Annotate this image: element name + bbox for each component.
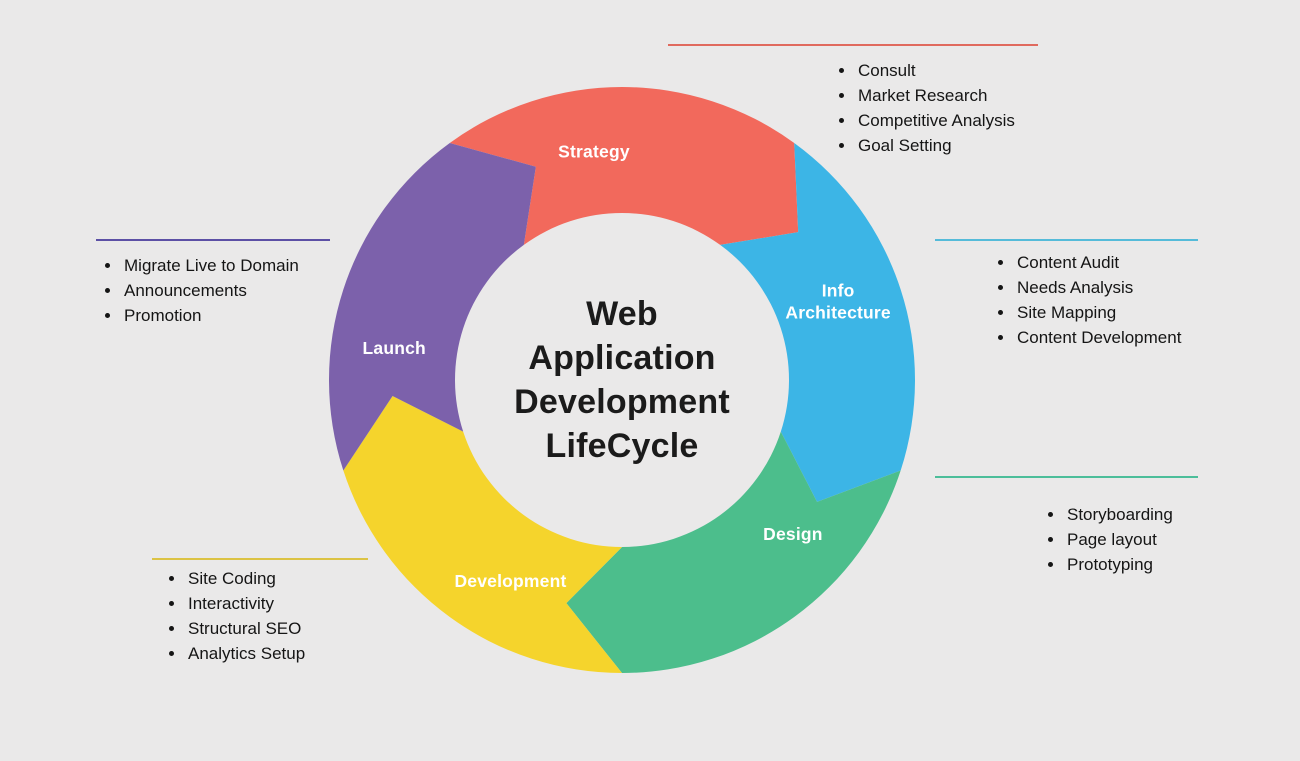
- annotation-item: Competitive Analysis: [856, 108, 1038, 133]
- annotation-list-design: StoryboardingPage layoutPrototyping: [1045, 502, 1198, 577]
- annotation-item: Announcements: [122, 278, 330, 303]
- diagram-title: Web Application Development LifeCycle: [462, 292, 782, 468]
- annotation-rule-strategy: [668, 44, 1038, 46]
- annotation-item: Goal Setting: [856, 133, 1038, 158]
- segment-info-architecture: [720, 142, 915, 502]
- annotation-item: Storyboarding: [1065, 502, 1198, 527]
- annotation-rule-design: [935, 476, 1198, 478]
- annotation-item: Content Audit: [1015, 250, 1198, 275]
- annotation-list-launch: Migrate Live to DomainAnnouncementsPromo…: [102, 253, 330, 328]
- annotation-design: StoryboardingPage layoutPrototyping: [935, 476, 1198, 577]
- segment-strategy: [449, 86, 799, 245]
- annotation-item: Content Development: [1015, 325, 1198, 350]
- segment-label-launch: Launch: [363, 338, 426, 358]
- diagram-title-line-1: Web: [586, 295, 658, 333]
- annotation-rule-info-architecture: [935, 239, 1198, 241]
- annotation-info-architecture: Content AuditNeeds AnalysisSite MappingC…: [935, 239, 1198, 350]
- annotation-launch: Migrate Live to DomainAnnouncementsPromo…: [96, 239, 330, 328]
- annotation-rule-development: [152, 558, 368, 560]
- annotation-item: Prototyping: [1065, 552, 1198, 577]
- annotation-list-development: Site CodingInteractivityStructural SEOAn…: [166, 566, 368, 666]
- segment-launch: [328, 142, 536, 471]
- diagram-title-line-4: LifeCycle: [545, 427, 699, 465]
- annotation-list-info-architecture: Content AuditNeeds AnalysisSite MappingC…: [995, 250, 1198, 350]
- annotation-item: Site Coding: [186, 566, 368, 591]
- segment-label-design: Design: [763, 524, 823, 544]
- annotation-item: Analytics Setup: [186, 641, 368, 666]
- segment-label-development: Development: [454, 571, 566, 591]
- annotation-item: Interactivity: [186, 591, 368, 616]
- annotation-item: Promotion: [122, 303, 330, 328]
- segment-development: [343, 396, 622, 673]
- annotation-item: Market Research: [856, 83, 1038, 108]
- annotation-list-strategy: ConsultMarket ResearchCompetitive Analys…: [836, 58, 1038, 158]
- annotation-development: Site CodingInteractivityStructural SEOAn…: [152, 558, 368, 666]
- annotation-rule-launch: [96, 239, 330, 241]
- annotation-strategy: ConsultMarket ResearchCompetitive Analys…: [668, 44, 1038, 158]
- annotation-item: Structural SEO: [186, 616, 368, 641]
- segment-design: [566, 431, 901, 673]
- diagram-title-line-3: Development: [514, 383, 730, 421]
- annotation-item: Needs Analysis: [1015, 275, 1198, 300]
- annotation-item: Site Mapping: [1015, 300, 1198, 325]
- annotation-item: Consult: [856, 58, 1038, 83]
- annotation-item: Page layout: [1065, 527, 1198, 552]
- diagram-title-line-2: Application: [528, 339, 716, 377]
- annotation-item: Migrate Live to Domain: [122, 253, 330, 278]
- segment-label-strategy: Strategy: [558, 142, 630, 162]
